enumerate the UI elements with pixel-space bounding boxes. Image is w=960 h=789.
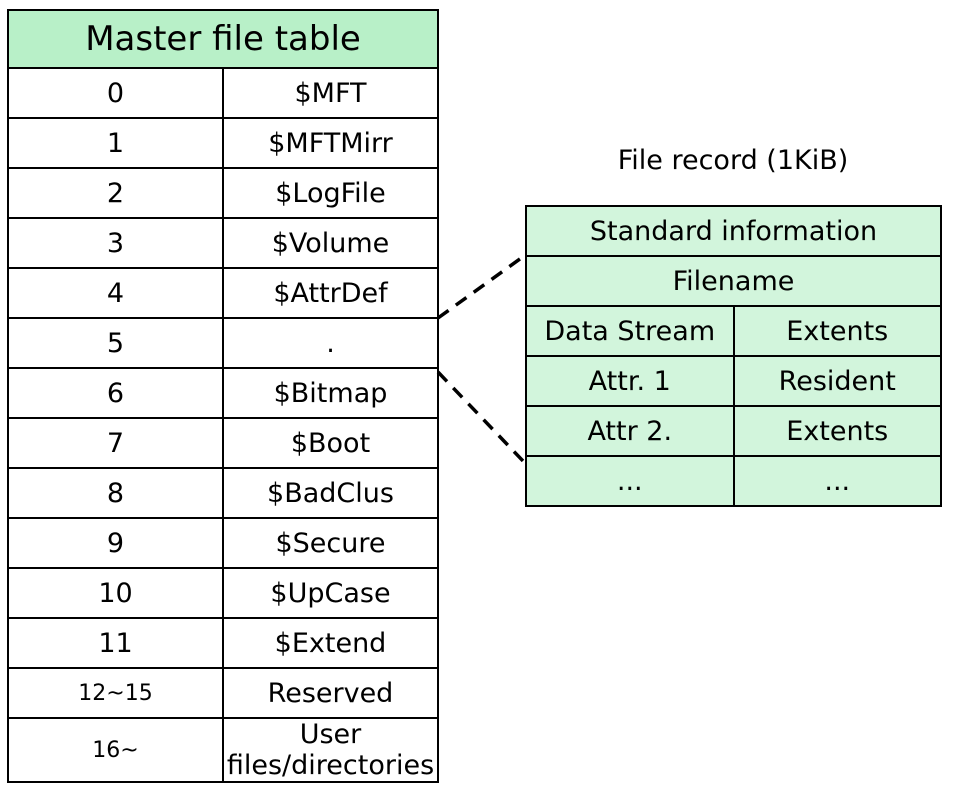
master-file-table: Master file table 0$MFT 1$MFTMirr 2$LogF…	[7, 9, 439, 783]
mft-index: 4	[7, 267, 224, 319]
mft-row: 16~User files/directories	[7, 717, 439, 783]
mft-row: 4$AttrDef	[7, 267, 439, 319]
mft-title: Master file table	[7, 9, 439, 69]
mft-entry-name: $Boot	[222, 417, 439, 469]
mft-row: 6$Bitmap	[7, 367, 439, 419]
mft-index: 11	[7, 617, 224, 669]
mft-row: 1$MFTMirr	[7, 117, 439, 169]
mft-entry-name: $UpCase	[222, 567, 439, 619]
mft-row: 8$BadClus	[7, 467, 439, 519]
mft-index: 16~	[7, 717, 224, 783]
mft-row: 3$Volume	[7, 217, 439, 269]
mft-entry-name: $MFTMirr	[222, 117, 439, 169]
mft-row: 11$Extend	[7, 617, 439, 669]
record-cell-left: Attr. 1	[525, 355, 735, 407]
mft-row: 9$Secure	[7, 517, 439, 569]
mft-row: 10$UpCase	[7, 567, 439, 619]
record-cell-right: Resident	[732, 355, 942, 407]
mft-index: 6	[7, 367, 224, 419]
mft-entry-name: User files/directories	[222, 717, 439, 783]
record-row: Attr. 1 Resident	[525, 355, 942, 407]
mft-index: 2	[7, 167, 224, 219]
record-row: Filename	[525, 255, 942, 307]
mft-entry-name: $Secure	[222, 517, 439, 569]
record-cell-right: Extents	[732, 405, 942, 457]
record-cell-left: ...	[525, 455, 735, 507]
mft-index: 7	[7, 417, 224, 469]
file-record-table: Standard information Filename Data Strea…	[525, 205, 942, 507]
mft-entry-name: $AttrDef	[222, 267, 439, 319]
record-cell-left: Attr 2.	[525, 405, 735, 457]
mft-row: 7$Boot	[7, 417, 439, 469]
mft-row: 0$MFT	[7, 67, 439, 119]
mft-index: 10	[7, 567, 224, 619]
mft-entry-name: $Volume	[222, 217, 439, 269]
mft-index: 9	[7, 517, 224, 569]
record-cell-right: Extents	[732, 305, 942, 357]
connector-top-dashed-line	[436, 254, 526, 320]
record-row: Attr 2. Extents	[525, 405, 942, 457]
mft-entry-name: $MFT	[222, 67, 439, 119]
record-cell-right: ...	[732, 455, 942, 507]
mft-entry-name: $Extend	[222, 617, 439, 669]
mft-entry-name: .	[222, 317, 439, 369]
mft-index: 12~15	[7, 667, 224, 719]
mft-index: 1	[7, 117, 224, 169]
record-cell-left: Data Stream	[525, 305, 735, 357]
connector-bottom-dashed-line	[436, 370, 526, 464]
mft-entry-name: $Bitmap	[222, 367, 439, 419]
standard-information-cell: Standard information	[525, 205, 942, 257]
record-row: Standard information	[525, 205, 942, 257]
mft-index: 5	[7, 317, 224, 369]
mft-index: 0	[7, 67, 224, 119]
mft-entry-name: $BadClus	[222, 467, 439, 519]
filename-cell: Filename	[525, 255, 942, 307]
file-record-title: File record (1KiB)	[617, 145, 849, 176]
mft-entry-name: Reserved	[222, 667, 439, 719]
record-row: ... ...	[525, 455, 942, 507]
record-row: Data Stream Extents	[525, 305, 942, 357]
mft-entry-name: $LogFile	[222, 167, 439, 219]
mft-index: 3	[7, 217, 224, 269]
mft-row: 2$LogFile	[7, 167, 439, 219]
mft-index: 8	[7, 467, 224, 519]
mft-row-highlighted: 5.	[7, 317, 439, 369]
